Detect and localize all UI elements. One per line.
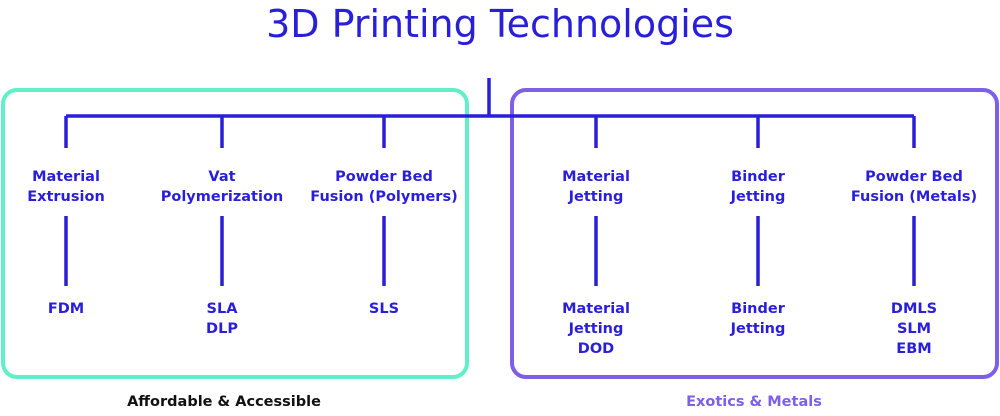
category-label-line: Material	[562, 169, 630, 185]
category-label-line: Fusion (Polymers)	[310, 189, 457, 205]
category-label-line: Jetting	[568, 189, 624, 205]
process-node: FDM	[48, 301, 84, 317]
process-label-line: DMLS	[891, 301, 937, 317]
process-label-line: FDM	[48, 301, 84, 317]
group-frame-exotics	[510, 88, 999, 379]
category-label-line: Jetting	[730, 189, 786, 205]
group-label-affordable: Affordable & Accessible	[127, 394, 321, 410]
process-label-line: Jetting	[568, 321, 624, 337]
category-label-line: Powder Bed	[335, 169, 433, 185]
category-label-line: Material	[32, 169, 100, 185]
group-label-exotics: Exotics & Metals	[686, 394, 822, 410]
process-label-line: Material	[562, 301, 630, 317]
group-frame-affordable	[1, 88, 469, 379]
diagram-title: 3D Printing Technologies	[266, 2, 734, 46]
process-label-line: SLM	[897, 321, 931, 337]
category-label-line: Vat	[208, 169, 235, 185]
category-label-line: Binder	[731, 169, 786, 185]
process-label-line: DLP	[206, 321, 238, 337]
process-label-line: Jetting	[730, 321, 786, 337]
process-label-line: EBM	[896, 341, 931, 357]
process-label-line: SLA	[207, 301, 239, 317]
category-label-line: Powder Bed	[865, 169, 963, 185]
process-node: DMLS SLM EBM	[891, 301, 937, 357]
process-label-line: Binder	[731, 301, 786, 317]
category-label-line: Fusion (Metals)	[851, 189, 977, 205]
process-label-line: SLS	[369, 301, 399, 317]
process-node: SLS	[369, 301, 399, 317]
process-node: SLA DLP	[206, 301, 238, 337]
category-label-line: Extrusion	[27, 189, 105, 205]
category-label-line: Polymerization	[161, 189, 284, 205]
process-label-line: DOD	[578, 341, 614, 357]
